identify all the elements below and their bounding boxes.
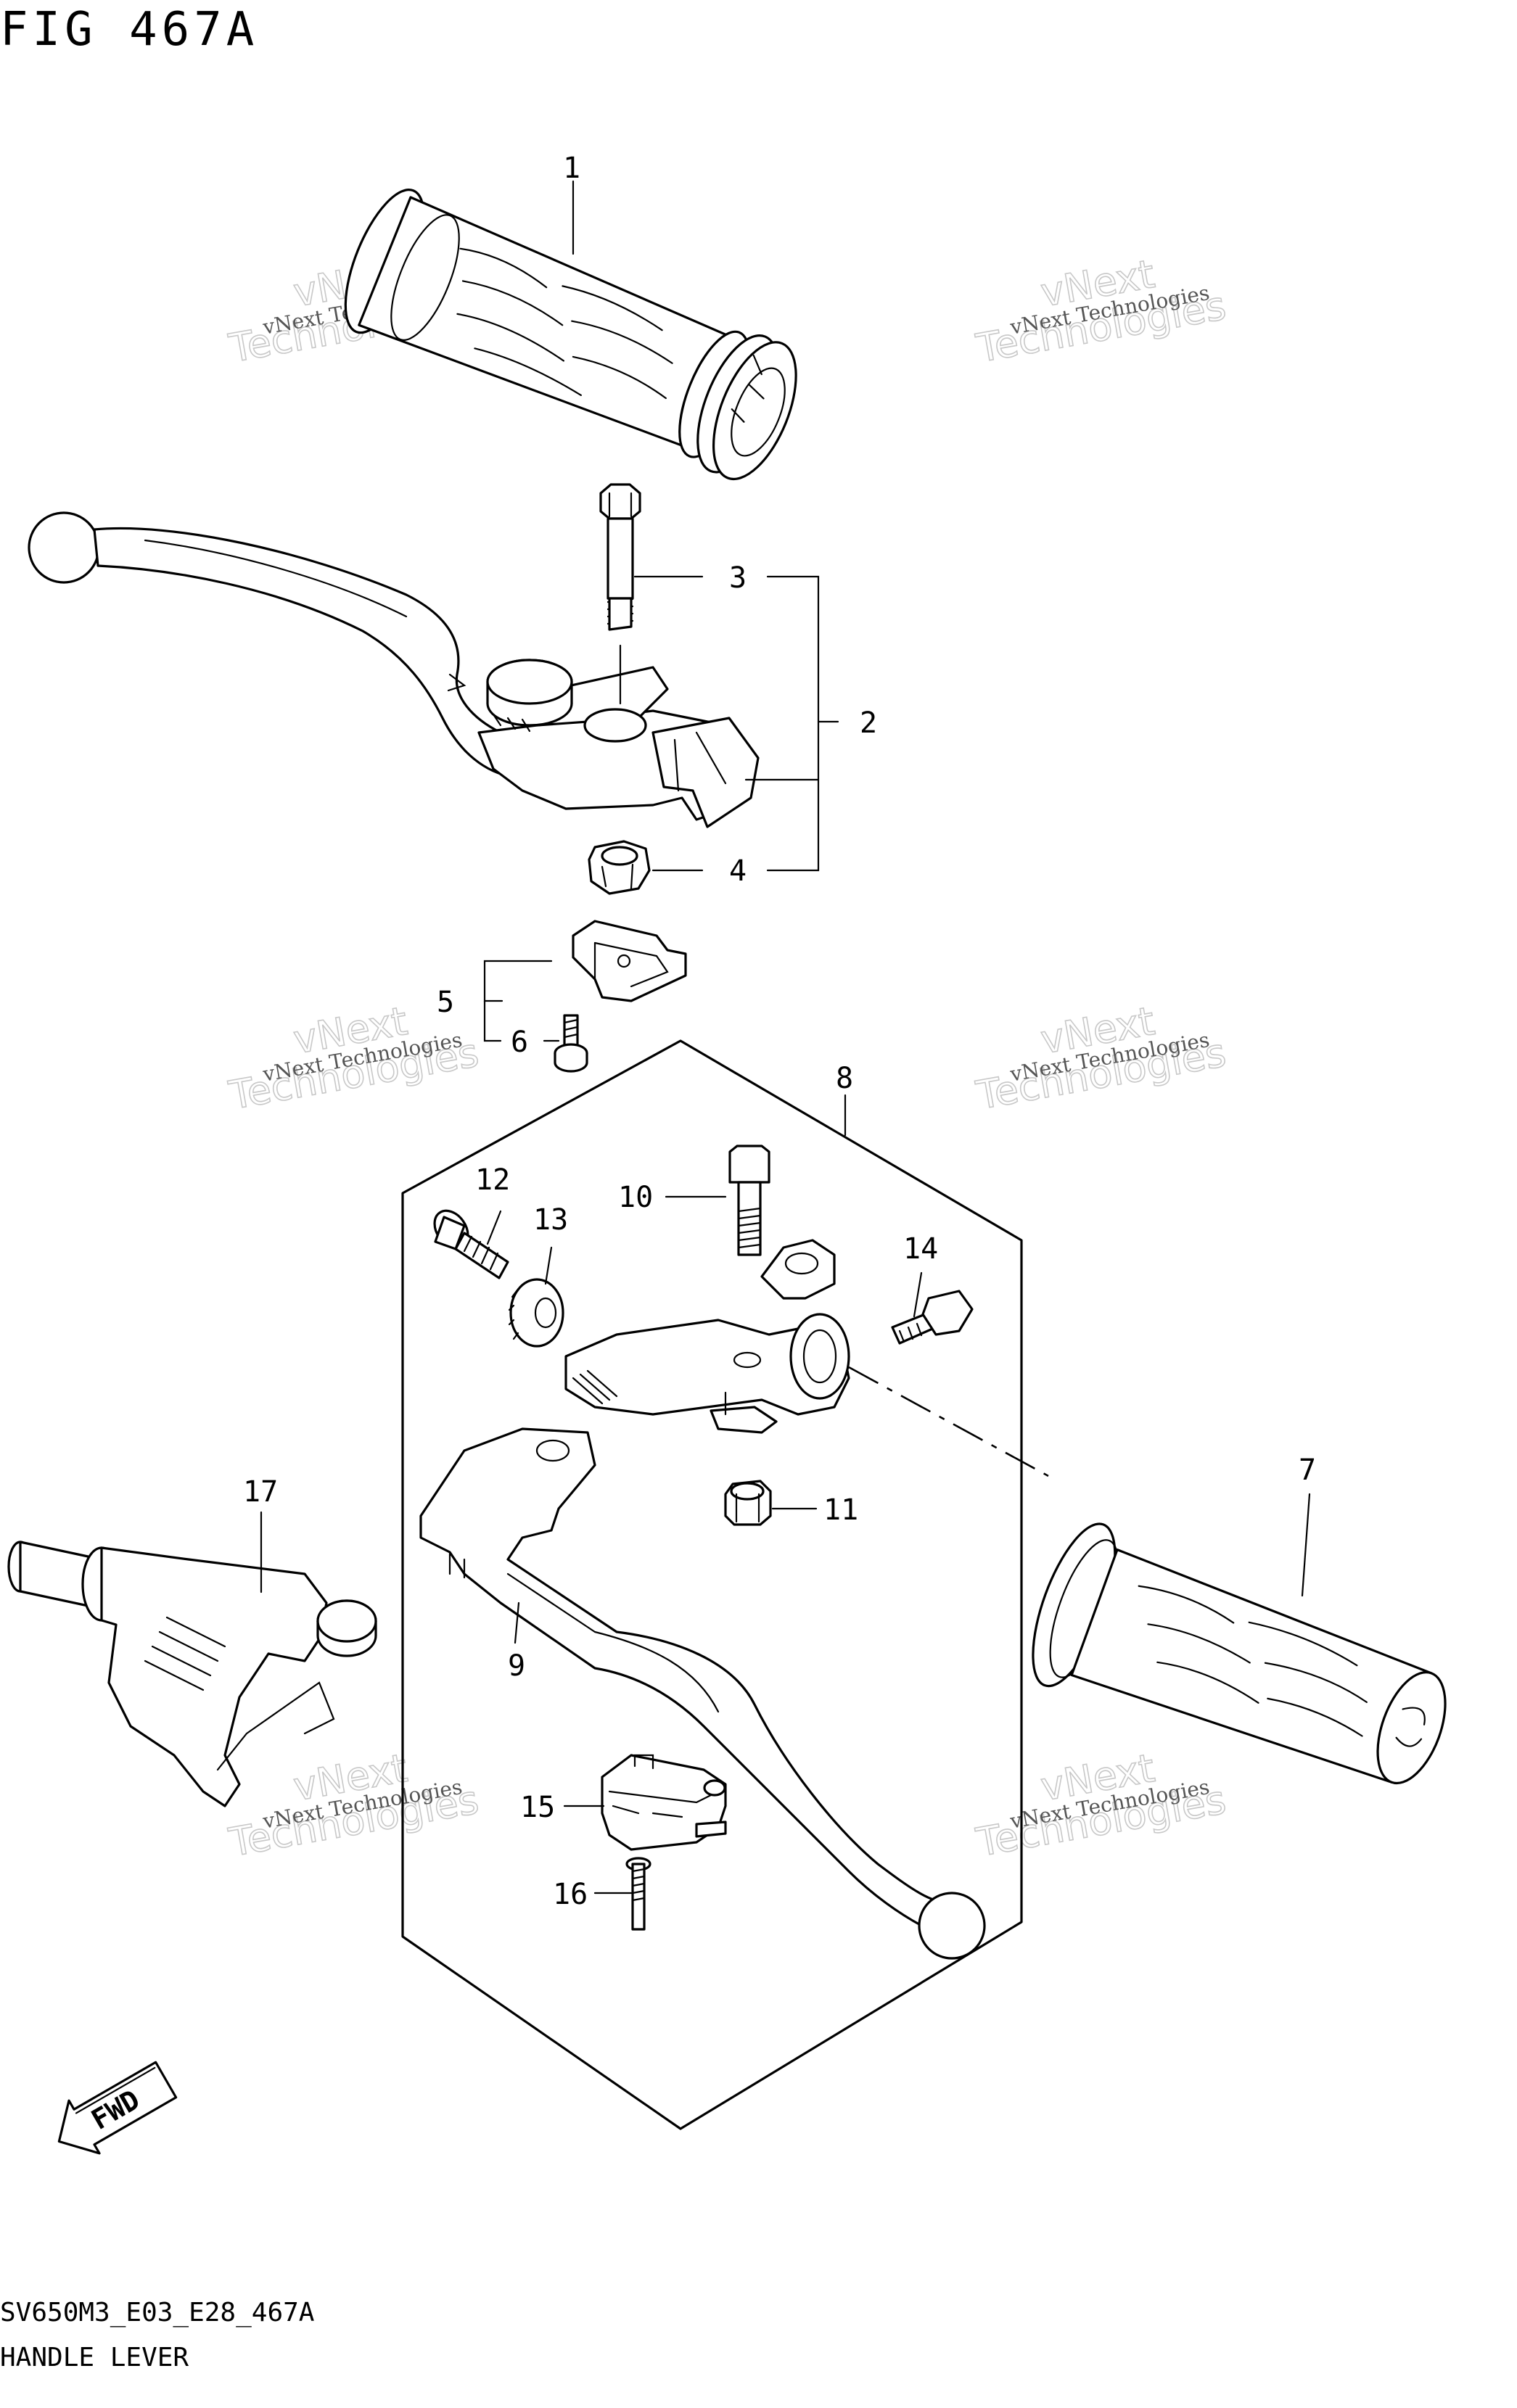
callout-4: 4 (729, 854, 747, 888)
model-code: SV650M3_E03_E28_467A (0, 2298, 315, 2327)
callout-15: 15 (520, 1791, 555, 1824)
callout-1: 1 (563, 152, 580, 185)
watermark: vNext Technologies vNext Technologies (972, 997, 1230, 1119)
part-screw-16 (625, 1857, 651, 1931)
part-lever-bracket (564, 1239, 850, 1434)
part-nut-4 (588, 840, 651, 895)
callout-9: 9 (508, 1649, 525, 1683)
callout-3: 3 (729, 561, 747, 595)
callout-16: 16 (553, 1878, 588, 1911)
fwd-arrow-icon (57, 2061, 178, 2155)
part-bolt-10 (728, 1145, 770, 1256)
section-name: HANDLE LEVER (0, 2343, 189, 2372)
part-clutch-switch-15 (601, 1754, 727, 1851)
fwd-direction-badge: FWD (57, 2061, 178, 2155)
part-throttle-grip (344, 189, 797, 481)
watermark: vNext Technologies vNext Technologies (225, 1744, 482, 1866)
part-handlebar-grip-7 (1032, 1522, 1447, 1785)
callout-17: 17 (243, 1475, 278, 1509)
callout-7: 7 (1299, 1454, 1316, 1487)
watermark: vNext Technologies vNext Technologies (972, 1744, 1230, 1866)
watermark: vNext Technologies vNext Technologies (972, 250, 1230, 372)
part-lever-holder-17 (7, 1541, 377, 1807)
callout-14: 14 (903, 1232, 938, 1266)
part-clutch-lever-9 (419, 1427, 986, 1960)
leader-lines (260, 180, 1311, 1894)
part-pivot-bolt-3 (599, 483, 641, 705)
callout-5: 5 (437, 986, 454, 1019)
callout-11: 11 (823, 1493, 858, 1527)
callout-12: 12 (475, 1163, 510, 1197)
callout-labels: 1 2 3 4 5 6 7 8 9 10 11 12 13 14 15 16 1… (243, 152, 1316, 1911)
centerline (848, 1366, 1049, 1477)
callout-10: 10 (618, 1181, 653, 1214)
assembly-outline-8 (401, 1039, 1023, 2130)
part-nut-11 (724, 1480, 772, 1526)
part-brake-lever (28, 511, 760, 828)
part-screw-12 (433, 1209, 509, 1279)
callout-13: 13 (533, 1203, 568, 1237)
callout-8: 8 (836, 1062, 853, 1095)
figure-title: FIG 467A (0, 3, 258, 57)
part-screw-6 (554, 1014, 588, 1073)
part-washer-13 (508, 1278, 564, 1348)
part-brake-switch-5 (572, 920, 687, 1002)
callout-2: 2 (860, 706, 877, 740)
part-bolt-14 (891, 1290, 974, 1345)
callout-6: 6 (511, 1026, 528, 1059)
